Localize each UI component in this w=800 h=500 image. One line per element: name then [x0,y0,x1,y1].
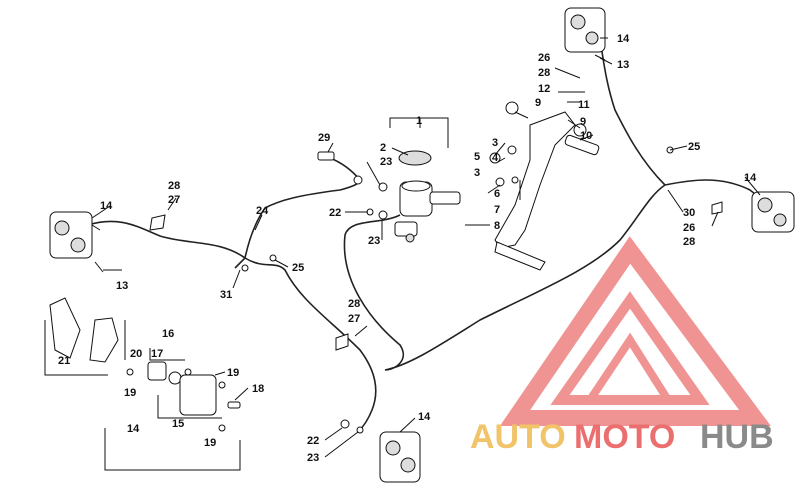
caliper-front-right [564,7,606,61]
callout-2: 2 [380,142,386,154]
callout-5: 5 [474,151,480,163]
caliper-right [711,191,795,233]
watermark-moto: MOTO [574,418,675,456]
callout-15: 15 [172,418,184,430]
callout-17: 17 [151,348,163,360]
callout-27: 27 [348,313,360,325]
callout-26: 26 [538,52,550,64]
callout-29: 29 [318,132,330,144]
callout-28: 28 [538,67,550,79]
caliper-exploded [49,297,241,432]
callout-31: 31 [220,289,232,301]
caliper-front-left [49,211,104,273]
callout-14: 14 [100,200,113,212]
caliper-rear [379,431,421,483]
callout-9: 9 [580,116,586,128]
callout-12: 12 [538,83,550,95]
callout-28: 28 [348,298,360,310]
watermark-auto: AUTO [470,418,566,456]
callout-14: 14 [744,172,757,184]
callout-18: 18 [252,383,264,395]
callout-19: 19 [227,367,239,379]
callout-10: 10 [580,130,592,142]
callout-19: 19 [124,387,136,399]
callout-1: 1 [416,115,422,127]
leader-lines [44,37,761,471]
callout-14: 14 [617,33,630,45]
callout-25: 25 [688,141,700,153]
callout-24: 24 [256,205,269,217]
callout-28: 28 [683,236,695,248]
callout-6: 6 [494,188,500,200]
watermark-logo [499,236,771,426]
callout-9: 9 [535,97,541,109]
callout-7: 7 [494,204,500,216]
callout-23: 23 [380,156,392,168]
callout-23: 23 [307,452,319,464]
callout-16: 16 [162,328,174,340]
callout-14: 14 [418,411,431,423]
callout-26: 26 [683,222,695,234]
callout-3: 3 [474,167,480,179]
callout-4: 4 [492,152,499,164]
callout-21: 21 [58,355,70,367]
callout-22: 22 [329,207,341,219]
watermark-text: AUTO MOTO HUB [470,418,774,456]
callout-22: 22 [307,435,319,447]
brake-pedal [494,101,600,271]
callout-8: 8 [494,220,500,232]
clamps [149,214,349,351]
callout-30: 30 [683,207,695,219]
brake-lines [87,39,761,433]
watermark-hub: HUB [700,418,774,456]
callout-labels: 1 2 23 29 3 4 5 3 6 7 8 22 23 24 25 31 2… [58,33,757,464]
callout-14: 14 [127,423,140,435]
callout-28: 28 [168,180,180,192]
callout-25: 25 [292,262,304,274]
callout-20: 20 [130,348,142,360]
callout-11: 11 [578,99,590,111]
callout-3: 3 [492,137,498,149]
callout-19: 19 [204,437,216,449]
callout-13: 13 [116,280,128,292]
callout-23: 23 [368,235,380,247]
callout-27: 27 [168,194,180,206]
callout-13: 13 [617,59,629,71]
master-cylinder [394,150,461,243]
